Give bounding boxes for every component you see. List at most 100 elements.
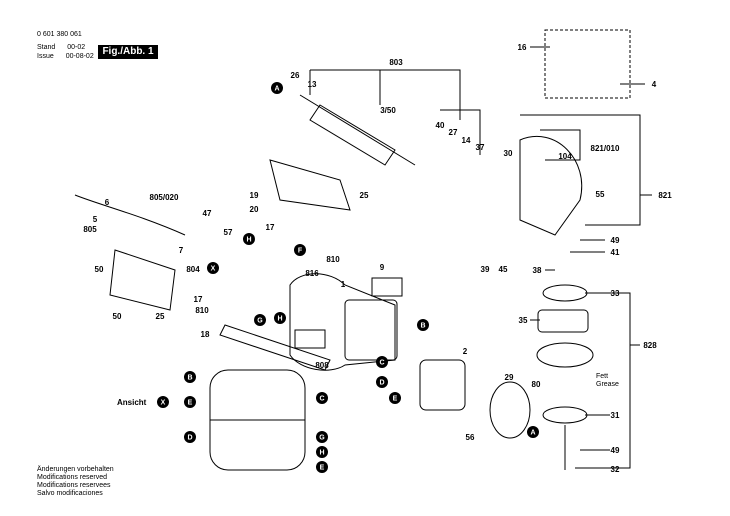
o-ring-33 bbox=[542, 284, 588, 302]
part-25b: 25 bbox=[156, 312, 165, 321]
part-49b: 49 bbox=[611, 446, 620, 455]
part-9: 9 bbox=[380, 263, 385, 272]
part-33: 33 bbox=[611, 289, 620, 298]
part-803: 803 bbox=[389, 58, 403, 67]
callout-letters: A H X F G H C B D E A X B E D C G H E bbox=[161, 86, 536, 472]
part-50a: 50 bbox=[95, 265, 104, 274]
fan-baffle bbox=[489, 381, 531, 439]
spindle-flange-31 bbox=[542, 406, 588, 424]
part-808: 808 bbox=[315, 361, 329, 370]
part-number-labels: 803 26 13 3/50 16 4 40 27 14 37 30 821/0… bbox=[83, 43, 672, 474]
part-80: 80 bbox=[532, 380, 541, 389]
part-26: 26 bbox=[291, 71, 300, 80]
view-e2: E bbox=[320, 465, 325, 472]
part-821010: 821/010 bbox=[591, 144, 620, 153]
callout-b1: B bbox=[420, 323, 425, 330]
part-41: 41 bbox=[611, 248, 620, 257]
stand-label: Stand bbox=[37, 44, 56, 51]
callout-e1-badge bbox=[389, 392, 401, 404]
part-38: 38 bbox=[533, 266, 542, 275]
stand-line: Stand 00-02 bbox=[37, 43, 85, 52]
view-label: Ansicht bbox=[117, 398, 147, 407]
part-37: 37 bbox=[476, 143, 485, 152]
armature-shaft bbox=[299, 94, 416, 166]
gear-housing bbox=[519, 135, 583, 236]
part-47: 47 bbox=[203, 209, 212, 218]
handle-cover-top bbox=[269, 159, 351, 211]
part-18: 18 bbox=[201, 330, 210, 339]
gear-flange-828 bbox=[536, 342, 594, 368]
footer-notes: Änderungen vorbehalten Modifications res… bbox=[37, 466, 114, 498]
view-c-badge bbox=[316, 392, 328, 404]
callout-d1: D bbox=[379, 380, 384, 387]
part-14: 14 bbox=[462, 136, 471, 145]
part-32: 32 bbox=[611, 465, 620, 474]
callout-g1-badge bbox=[254, 314, 266, 326]
part-57: 57 bbox=[224, 228, 233, 237]
stand-value: 00-02 bbox=[67, 44, 86, 51]
part-804: 804 bbox=[186, 265, 200, 274]
view-h-badge bbox=[316, 446, 328, 458]
callout-b1-badge bbox=[417, 319, 429, 331]
part-805: 805 bbox=[83, 225, 97, 234]
part-45: 45 bbox=[499, 265, 508, 274]
bracket-821 bbox=[520, 114, 641, 226]
part-7: 7 bbox=[179, 246, 184, 255]
field-coil bbox=[419, 359, 466, 411]
part-29: 29 bbox=[505, 373, 514, 382]
callout-h2-badge bbox=[274, 312, 286, 324]
callout-e1: E bbox=[393, 396, 398, 403]
label-9 bbox=[371, 277, 403, 297]
part-828: 828 bbox=[643, 341, 657, 350]
armature bbox=[309, 104, 396, 166]
callout-f1: F bbox=[298, 248, 303, 255]
part-55: 55 bbox=[596, 190, 605, 199]
bracket-821010 bbox=[540, 129, 581, 161]
callout-h1-badge bbox=[243, 233, 255, 245]
power-cord bbox=[74, 194, 186, 236]
label-808 bbox=[294, 329, 326, 349]
part-50b: 50 bbox=[113, 312, 122, 321]
part-5: 5 bbox=[93, 215, 98, 224]
grease-note: Fett Grease bbox=[596, 373, 619, 388]
part-805020: 805/020 bbox=[150, 193, 179, 202]
part-40: 40 bbox=[436, 121, 445, 130]
callout-g1: G bbox=[257, 318, 263, 325]
view-h: H bbox=[319, 450, 324, 457]
part-19: 19 bbox=[250, 191, 259, 200]
callout-x1-badge bbox=[207, 262, 219, 274]
note-de: Änderungen vorbehalten bbox=[37, 466, 114, 473]
callout-h1: H bbox=[246, 237, 251, 244]
view-d-badge bbox=[184, 431, 196, 443]
part-31: 31 bbox=[611, 411, 620, 420]
figure-label: Fig./Abb. 1 bbox=[98, 45, 158, 59]
part-104: 104 bbox=[558, 152, 572, 161]
part-16: 16 bbox=[518, 43, 527, 52]
part-17b: 17 bbox=[194, 295, 203, 304]
part-2: 2 bbox=[463, 347, 468, 356]
view-d: D bbox=[187, 435, 192, 442]
part-821: 821 bbox=[658, 191, 672, 200]
switch-detail-box bbox=[544, 29, 631, 99]
callout-a1: A bbox=[274, 86, 279, 93]
header-block: 0 601 380 061 bbox=[37, 30, 82, 39]
issue-value: 00-08-02 bbox=[65, 53, 94, 60]
issue-line: Issue 00-08-02 bbox=[37, 52, 94, 61]
note-fr: Modifications reservees bbox=[37, 482, 111, 489]
part-20: 20 bbox=[250, 205, 259, 214]
callout-a1-badge bbox=[271, 82, 283, 94]
part-25a: 25 bbox=[360, 191, 369, 200]
view-b-badge bbox=[184, 371, 196, 383]
part-56: 56 bbox=[466, 433, 475, 442]
view-e-badge bbox=[184, 396, 196, 408]
part-49a: 49 bbox=[611, 236, 620, 245]
grease-note-en: Grease bbox=[596, 381, 619, 388]
callout-view-x: X bbox=[161, 400, 166, 407]
view-g: G bbox=[319, 435, 325, 442]
part-number: 0 601 380 061 bbox=[37, 31, 82, 38]
part-810a: 810 bbox=[326, 255, 340, 264]
callout-c1-badge bbox=[376, 356, 388, 368]
part-6: 6 bbox=[105, 198, 110, 207]
part-39: 39 bbox=[481, 265, 490, 274]
